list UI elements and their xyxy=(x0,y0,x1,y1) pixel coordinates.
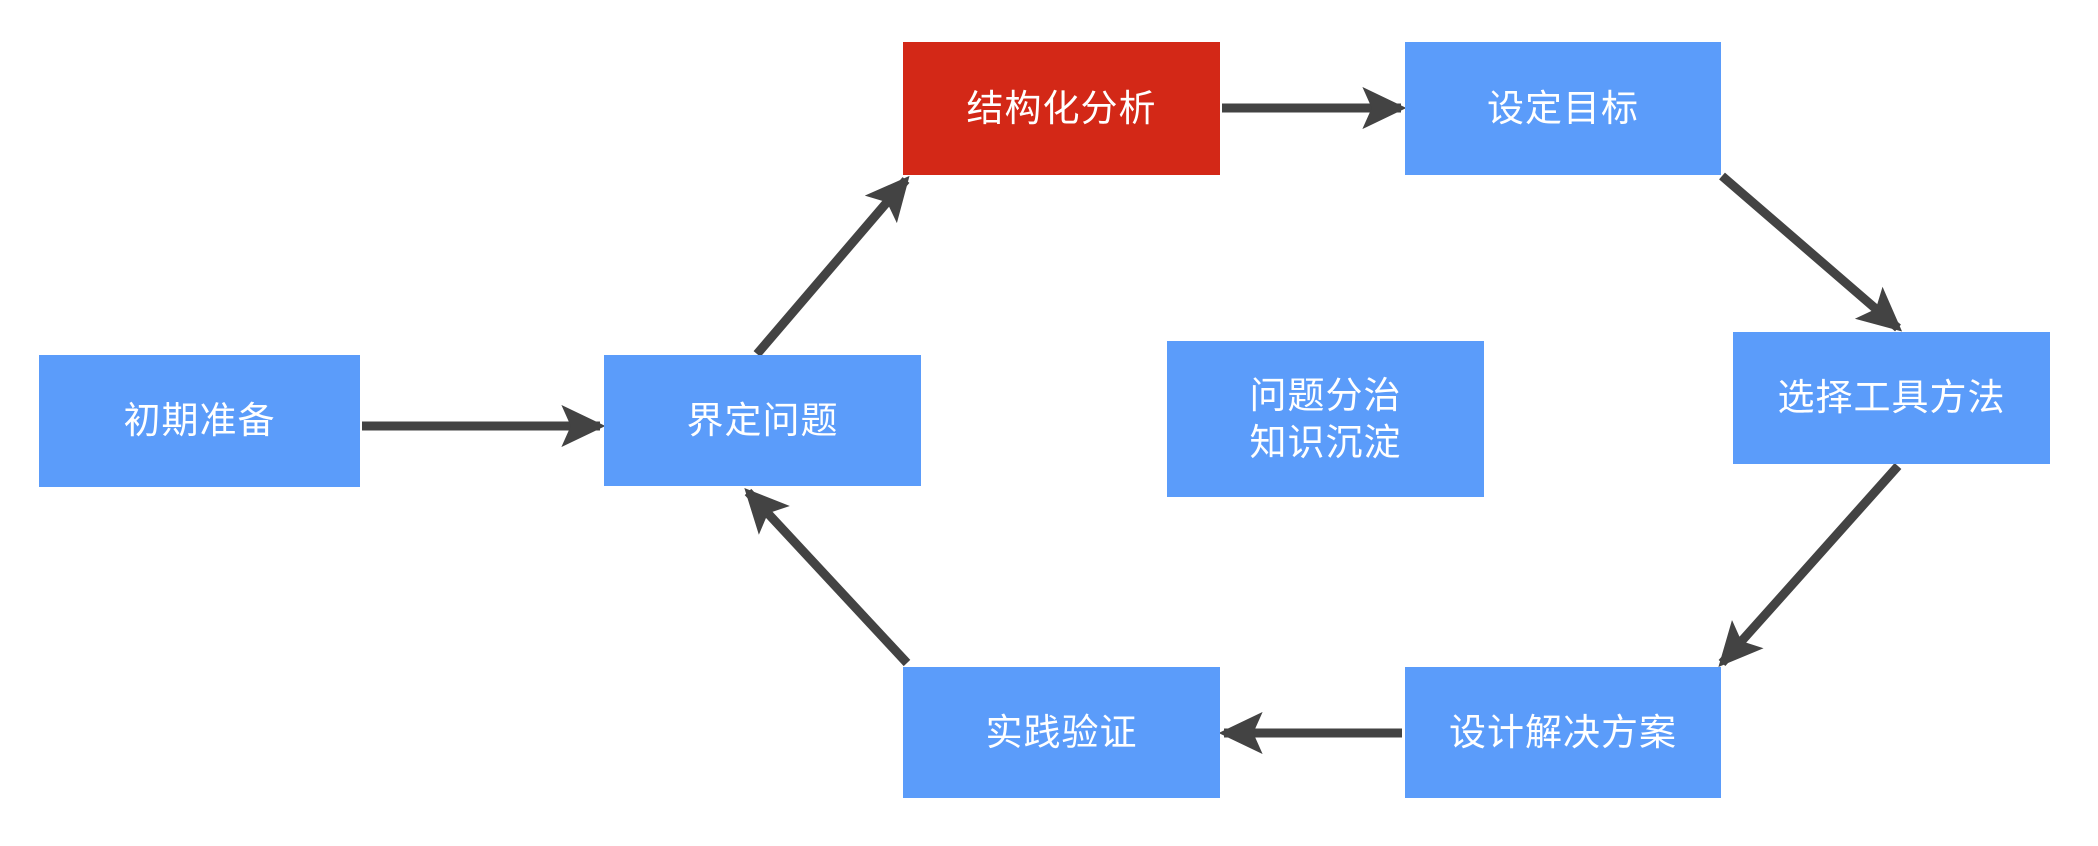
node-practice-verify[interactable]: 实践验证 xyxy=(903,667,1220,798)
node-center-note[interactable]: 问题分治 知识沉淀 xyxy=(1167,341,1484,497)
edge-practice-verify-to-define xyxy=(744,488,911,667)
node-prep[interactable]: 初期准备 xyxy=(39,355,360,487)
node-design-solution[interactable]: 设计解决方案 xyxy=(1405,667,1721,798)
node-set-goal[interactable]: 设定目标 xyxy=(1405,42,1721,175)
edge-choose-tools-to-design-solution xyxy=(1718,463,1902,668)
node-structured-analysis[interactable]: 结构化分析 xyxy=(903,42,1220,175)
edge-set-goal-to-choose-tools xyxy=(1719,172,1903,332)
edge-define-to-structured-analysis xyxy=(753,175,910,357)
node-choose-tools[interactable]: 选择工具方法 xyxy=(1733,332,2050,464)
node-define-problem[interactable]: 界定问题 xyxy=(604,355,921,486)
